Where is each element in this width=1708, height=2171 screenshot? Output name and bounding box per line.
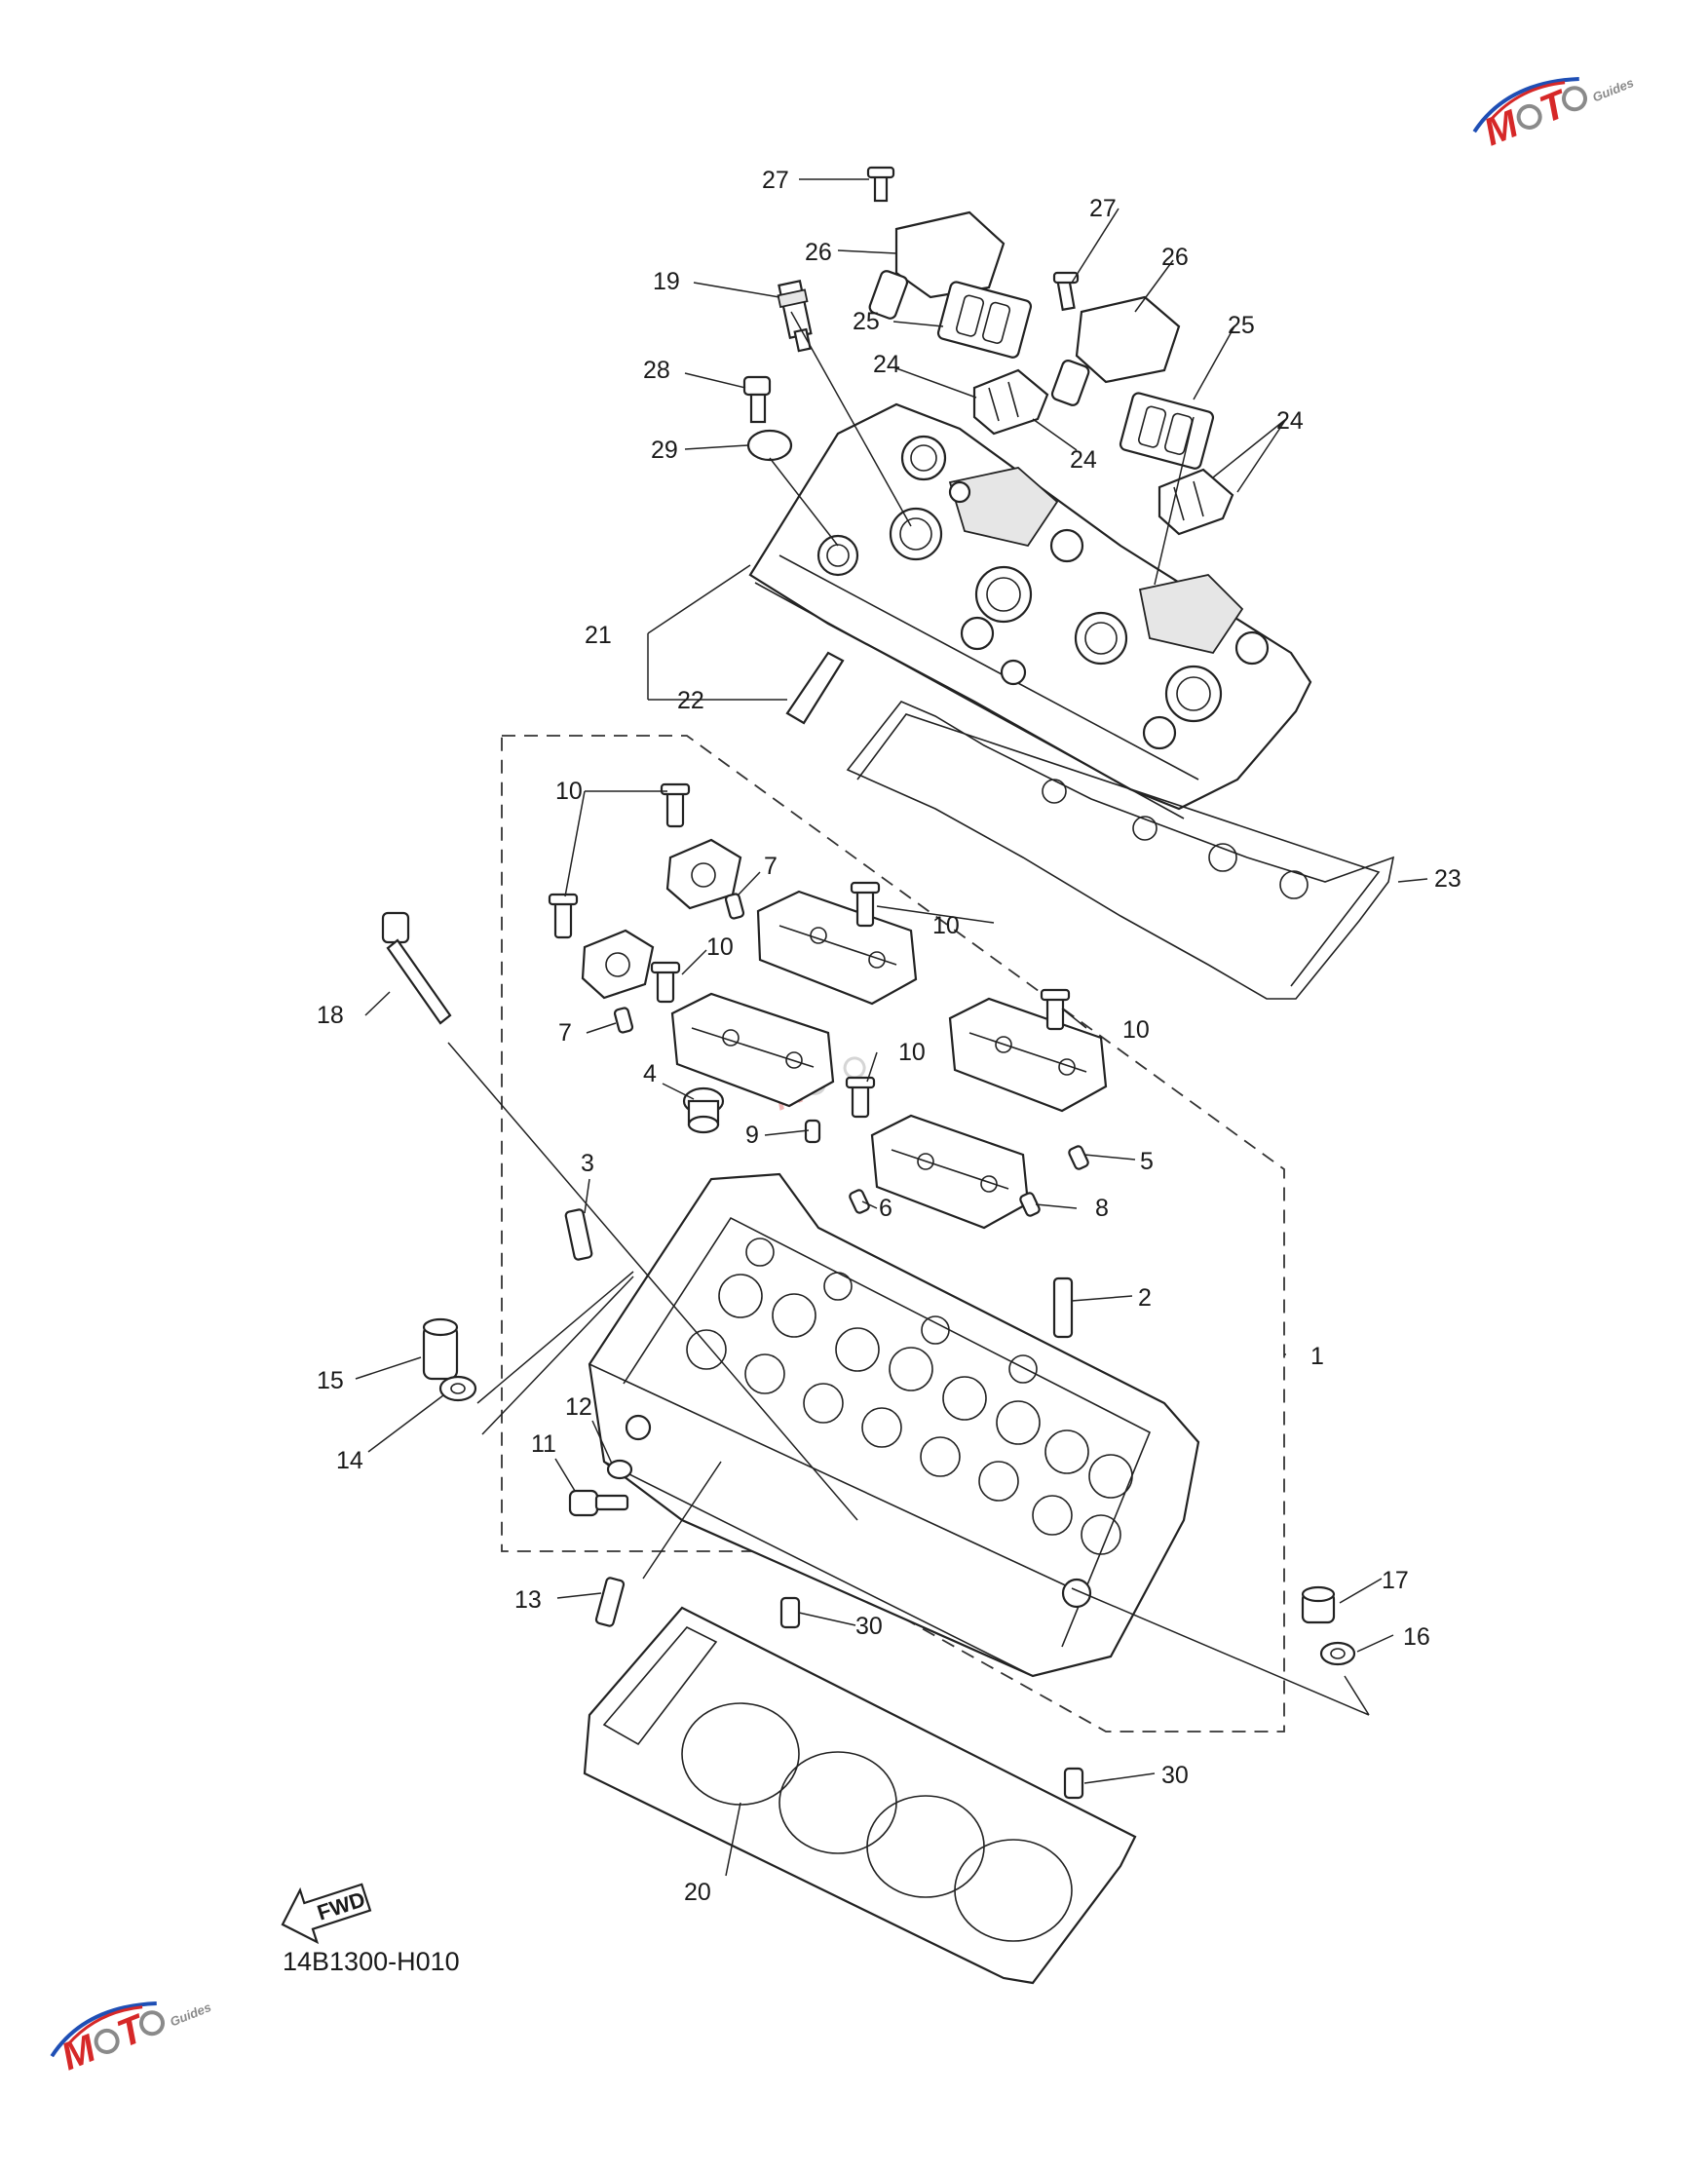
dowel-30-upper xyxy=(779,1596,801,1629)
callout-20: 20 xyxy=(684,1879,711,1906)
callout-24-c: 24 xyxy=(1276,407,1304,435)
coil-bolt-left xyxy=(866,166,895,203)
callout-2: 2 xyxy=(1138,1284,1152,1312)
oil-bolt-11 xyxy=(568,1489,629,1517)
stud-2 xyxy=(1052,1276,1074,1339)
callout-30-upper: 30 xyxy=(855,1613,883,1640)
gasket-inner-line xyxy=(856,713,1381,987)
callout-16: 16 xyxy=(1403,1623,1430,1651)
callout-26-left: 26 xyxy=(805,239,832,266)
cam-cap-large-4 xyxy=(870,1114,1030,1230)
callout-10-c: 10 xyxy=(706,933,734,961)
dowel-30-lower xyxy=(1063,1767,1084,1800)
cylinder-head xyxy=(588,1172,1200,1678)
callout-15: 15 xyxy=(317,1367,344,1394)
callout-7-a: 7 xyxy=(764,853,778,880)
cylinder-plug xyxy=(682,1086,725,1134)
callout-7-b: 7 xyxy=(558,1019,572,1047)
watermark-logo-bottom: M T Guides xyxy=(50,2000,213,2078)
grommet-right xyxy=(1158,468,1234,536)
coil-seal-right xyxy=(1119,392,1215,470)
callout-28: 28 xyxy=(643,357,670,384)
grommet-left xyxy=(972,368,1049,436)
callout-19: 19 xyxy=(653,268,680,295)
washer-14 xyxy=(438,1375,477,1402)
callout-21: 21 xyxy=(585,622,612,649)
callout-5: 5 xyxy=(1140,1148,1154,1175)
callout-18: 18 xyxy=(317,1002,344,1029)
callout-14: 14 xyxy=(336,1447,363,1474)
callout-4: 4 xyxy=(643,1060,657,1087)
coil-bolt-right xyxy=(1052,271,1080,312)
spark-plug xyxy=(777,280,813,353)
coil-seal-left xyxy=(936,281,1033,359)
dowel-pins xyxy=(613,893,1089,1217)
leader-lines xyxy=(355,178,1428,1877)
callout-27-left: 27 xyxy=(762,167,789,194)
svg-text:Guides: Guides xyxy=(168,2000,212,2029)
forward-arrow-icon: FWD xyxy=(281,1883,372,1945)
cover-washer-29 xyxy=(746,429,793,462)
assembly-boundary-dashed xyxy=(501,735,1285,1733)
callout-10-e: 10 xyxy=(898,1039,926,1066)
ignition-coil-right xyxy=(1050,295,1181,406)
callout-9: 9 xyxy=(745,1122,759,1149)
cam-cap-large-1 xyxy=(756,890,918,1006)
stud-3 xyxy=(564,1208,593,1261)
callout-22: 22 xyxy=(677,687,704,714)
valve-cover-gasket xyxy=(846,701,1395,1000)
svg-text:Guides: Guides xyxy=(1590,75,1635,104)
cam-cap-large-3 xyxy=(948,997,1108,1113)
washer-12 xyxy=(606,1459,633,1480)
svg-text:M: M xyxy=(1478,101,1526,154)
watermark-logo-top: M T Guides xyxy=(1472,75,1636,154)
washer-16 xyxy=(1319,1641,1356,1666)
cover-bolt-28 xyxy=(742,375,772,424)
callout-25-right: 25 xyxy=(1228,312,1255,339)
head-bolt-18 xyxy=(381,911,452,1025)
callout-30-lower: 30 xyxy=(1161,1762,1189,1789)
head-gasket xyxy=(583,1606,1137,1985)
collar-15 xyxy=(422,1317,459,1381)
callout-25-left: 25 xyxy=(853,308,880,335)
plug-17 xyxy=(1301,1585,1336,1624)
callout-29: 29 xyxy=(651,437,678,464)
callout-24-a: 24 xyxy=(873,351,900,378)
gasket-rings xyxy=(1042,779,1309,899)
callout-12: 12 xyxy=(565,1393,592,1421)
callout-1: 1 xyxy=(1310,1343,1324,1370)
callout-13: 13 xyxy=(514,1586,542,1614)
callout-17: 17 xyxy=(1382,1567,1409,1594)
cam-cap-large-2 xyxy=(670,992,835,1108)
callout-6: 6 xyxy=(879,1195,892,1222)
callout-10-a: 10 xyxy=(555,778,583,805)
callout-27-right: 27 xyxy=(1089,195,1117,222)
diagram-code: 14B1300-H010 xyxy=(283,1947,460,1976)
bracket-22 xyxy=(785,651,845,725)
cam-cap-small-lower xyxy=(581,929,655,1000)
ignition-coil-left xyxy=(868,210,1006,320)
callout-26-right: 26 xyxy=(1161,244,1189,271)
callout-10-d: 10 xyxy=(1122,1016,1150,1044)
callout-11: 11 xyxy=(531,1430,556,1458)
callout-3: 3 xyxy=(581,1150,594,1177)
callout-8: 8 xyxy=(1095,1195,1109,1222)
svg-text:M: M xyxy=(56,2026,103,2078)
callout-24-b: 24 xyxy=(1070,446,1097,474)
callout-10-b: 10 xyxy=(932,912,960,939)
callout-labels: 27 27 26 26 25 25 19 28 29 24 24 24 21 2… xyxy=(317,167,1461,1906)
valve-cover xyxy=(748,402,1312,819)
cam-cap-bolts xyxy=(548,782,1071,1119)
callout-23: 23 xyxy=(1434,865,1461,893)
stud-13 xyxy=(594,1577,626,1627)
